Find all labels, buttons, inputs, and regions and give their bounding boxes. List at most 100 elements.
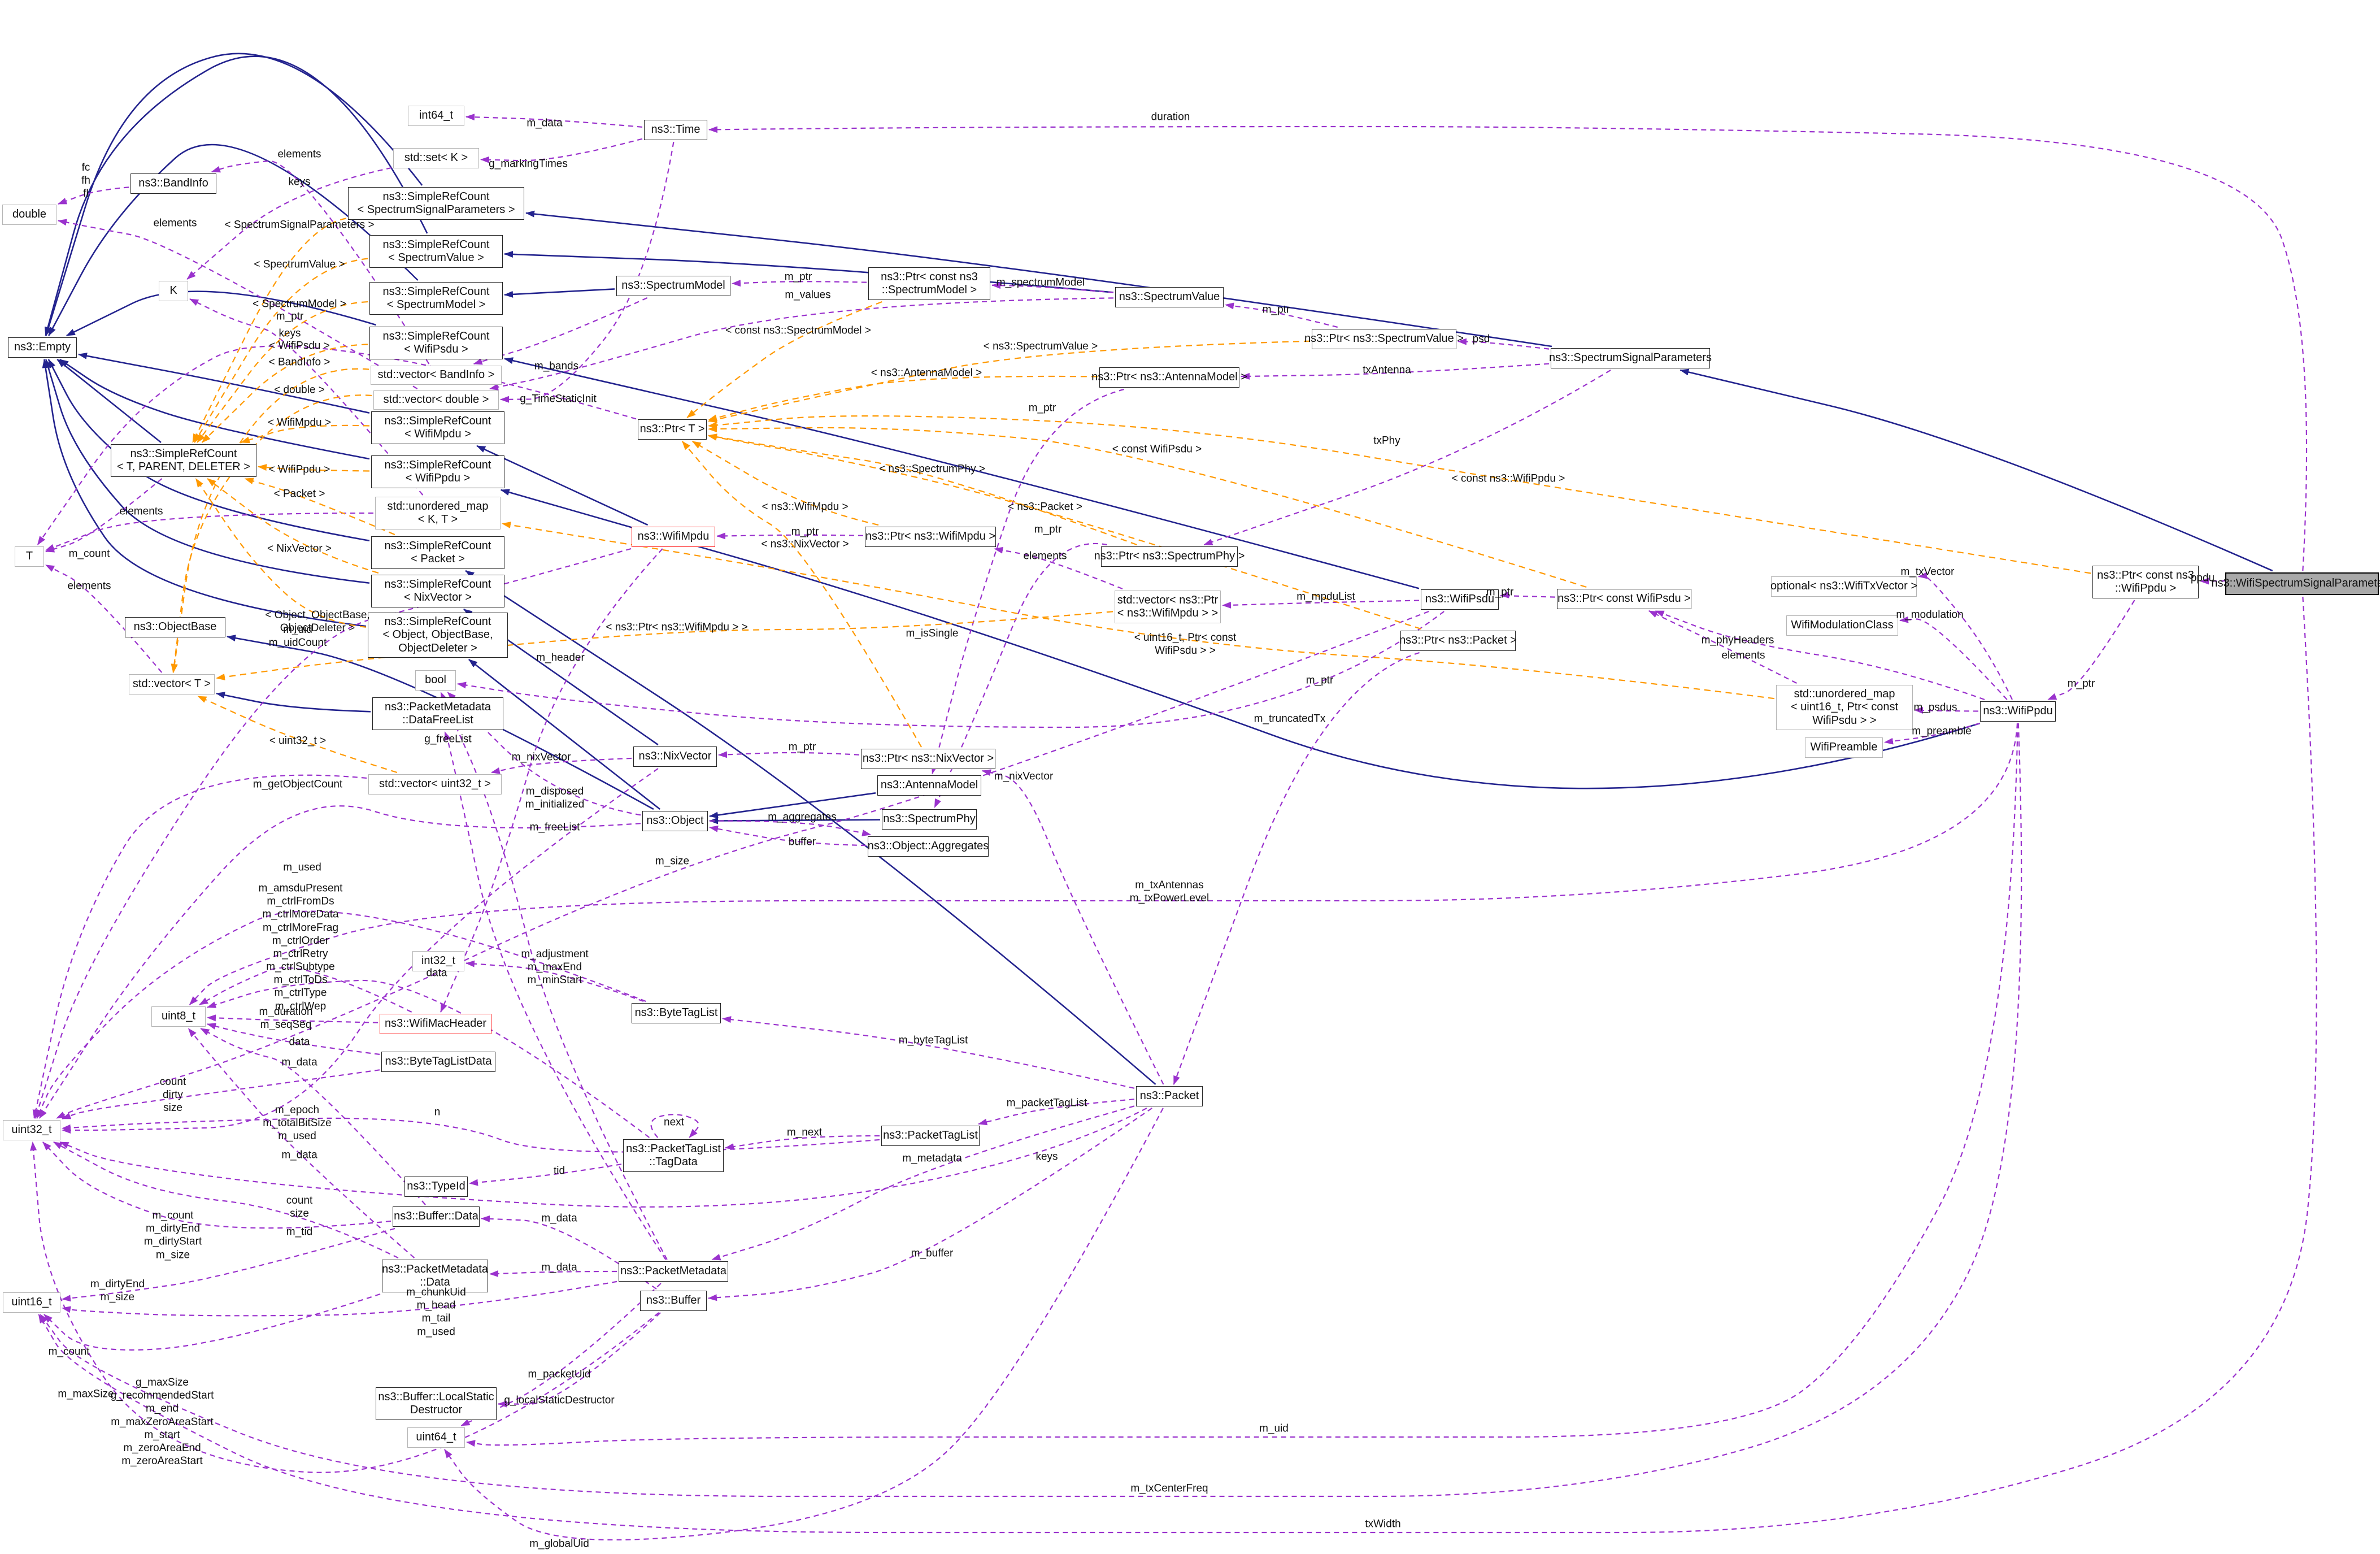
node-datafreelist[interactable]: ns3::PacketMetadata ::DataFreeList <box>372 697 503 730</box>
node-object[interactable]: ns3::Object <box>642 811 708 831</box>
node-empty[interactable]: ns3::Empty <box>8 337 77 358</box>
edge-pm_data-uint8 <box>188 1028 415 1258</box>
node-bytetaglist[interactable]: ns3::ByteTagList <box>632 1003 721 1023</box>
node-set_k[interactable]: std::set< K > <box>393 148 479 168</box>
edge-ptr_wifimpdu-wifimpdu <box>716 532 864 540</box>
edge-src_nixvector-empty <box>45 359 370 584</box>
node-buffer_data[interactable]: ns3::Buffer::Data <box>393 1206 480 1227</box>
node-wifimacheader[interactable]: ns3::WifiMacHeader <box>380 1014 491 1034</box>
node-ssp[interactable]: ns3::SpectrumSignalParameters <box>1549 348 1712 368</box>
node-src_sv[interactable]: ns3::SimpleRefCount < SpectrumValue > <box>369 235 503 268</box>
node-uint32[interactable]: uint32_t <box>3 1120 60 1140</box>
node-packettaglist[interactable]: ns3::PacketTagList <box>881 1126 980 1146</box>
node-vec_bandinfo[interactable]: std::vector< BandInfo > <box>371 366 502 385</box>
node-wifipreamble[interactable]: WifiPreamble <box>1805 737 1883 758</box>
edge-spectrumvalue-ptr_const_sm <box>991 282 1114 293</box>
node-int32[interactable]: int32_t <box>412 951 464 971</box>
node-spectrumvalue[interactable]: ns3::SpectrumValue <box>1115 287 1224 307</box>
edge-buffer-uint32 <box>30 1141 659 1473</box>
node-ptr_const_wifipsdu[interactable]: ns3::Ptr< const WifiPsdu > <box>1557 589 1691 609</box>
node-wifipsdu[interactable]: ns3::WifiPsdu <box>1421 589 1499 610</box>
edge-packetmetadata-pm_data <box>489 1270 617 1277</box>
edge-ptr_const_wifippdu-wifippdu <box>2047 600 2135 701</box>
edge-wifipsdu-bool <box>457 611 1444 728</box>
node-t[interactable]: T <box>15 546 44 567</box>
edge-ssp-ptr_am <box>1241 363 1550 380</box>
node-src_ssp[interactable]: ns3::SimpleRefCount < SpectrumSignalPara… <box>348 187 524 220</box>
node-vec_double[interactable]: std::vector< double > <box>373 390 499 410</box>
node-pm_data[interactable]: ns3::PacketMetadata ::Data <box>382 1260 488 1292</box>
node-uint64[interactable]: uint64_t <box>407 1427 465 1448</box>
edge-packetmetadata-datafreelist <box>444 731 667 1260</box>
node-vec_ptr_wifimpdu[interactable]: std::vector< ns3::Ptr < ns3::WifiMpdu > … <box>1115 591 1221 623</box>
node-k[interactable]: K <box>159 281 188 301</box>
node-buffer[interactable]: ns3::Buffer <box>640 1291 707 1311</box>
node-ptr_t[interactable]: ns3::Ptr< T > <box>638 419 707 440</box>
node-wifippdu[interactable]: ns3::WifiPpdu <box>1980 701 2056 722</box>
node-umap_psdu[interactable]: std::unordered_map < uint16_t, Ptr< cons… <box>1776 685 1913 730</box>
edge-tagdata-tagdata <box>650 1114 699 1138</box>
node-vector_t[interactable]: std::vector< T > <box>129 674 215 694</box>
node-packetmetadata[interactable]: ns3::PacketMetadata <box>619 1261 728 1282</box>
node-ptr_sp[interactable]: ns3::Ptr< ns3::SpectrumPhy > <box>1094 546 1245 567</box>
edge-object-objectbase <box>227 635 654 810</box>
edge-src_object-empty <box>42 359 367 627</box>
node-ptr_wifimpdu[interactable]: ns3::Ptr< ns3::WifiMpdu > <box>865 527 996 547</box>
node-src_wifippdu[interactable]: ns3::SimpleRefCount < WifiPpdu > <box>371 455 504 488</box>
node-wssp[interactable]: ns3::WifiSpectrumSignalParameters <box>2211 572 2380 595</box>
node-bandinfo[interactable]: ns3::BandInfo <box>130 173 216 194</box>
edge-spectrumvalue-vec_double <box>489 297 1114 390</box>
node-ptr_const_sm[interactable]: ns3::Ptr< const ns3 ::SpectrumModel > <box>868 267 990 300</box>
node-src_wifipsdu[interactable]: ns3::SimpleRefCount < WifiPsdu > <box>369 327 503 359</box>
node-wifimodclass[interactable]: WifiModulationClass <box>1786 615 1898 636</box>
node-localstatic[interactable]: ns3::Buffer::LocalStatic Destructor <box>376 1387 497 1420</box>
node-typeid[interactable]: ns3::TypeId <box>404 1177 468 1197</box>
node-src_wifimpdu[interactable]: ns3::SimpleRefCount < WifiMpdu > <box>371 411 504 444</box>
node-ptr_nixvector[interactable]: ns3::Ptr< ns3::NixVector > <box>861 749 995 769</box>
node-objectbase[interactable]: ns3::ObjectBase <box>125 617 225 637</box>
node-bytetaglistdata[interactable]: ns3::ByteTagListData <box>381 1052 495 1072</box>
node-time[interactable]: ns3::Time <box>644 120 707 140</box>
node-src_nixvector[interactable]: ns3::SimpleRefCount < NixVector > <box>371 575 504 607</box>
node-aggregates[interactable]: ns3::Object::Aggregates <box>868 836 989 857</box>
node-double[interactable]: double <box>2 205 56 225</box>
node-src_packet[interactable]: ns3::SimpleRefCount < Packet > <box>371 536 504 569</box>
edge-wifippdu-umap_psdu <box>1914 707 1979 714</box>
node-umap_kt[interactable]: std::unordered_map < K, T > <box>375 497 501 529</box>
edge-ptr_t-t <box>37 345 637 545</box>
edge-ptr_const_wifipsdu-ptr_t <box>708 426 1587 588</box>
edge-packet-buffer <box>708 1108 1152 1301</box>
edge-wifippdu-uint16 <box>40 723 2022 1497</box>
node-spectrummodel[interactable]: ns3::SpectrumModel <box>616 276 730 296</box>
node-tagdata[interactable]: ns3::PacketTagList ::TagData <box>623 1139 724 1172</box>
edge-wifipsdu-src_wifipsdu <box>504 357 1420 589</box>
node-uint8[interactable]: uint8_t <box>151 1006 206 1027</box>
node-spectrumphy[interactable]: ns3::SpectrumPhy <box>882 809 977 830</box>
node-vec_uint32[interactable]: std::vector< uint32_t > <box>368 774 502 795</box>
edge-datafreelist-vector_t <box>216 692 371 713</box>
node-nixvector[interactable]: ns3::NixVector <box>633 746 717 767</box>
node-uint16[interactable]: uint16_t <box>3 1292 60 1313</box>
edge-src_sv-src_t <box>194 258 368 443</box>
edge-bandinfo-double <box>58 186 129 205</box>
node-ptr_const_wifippdu[interactable]: ns3::Ptr< const ns3 ::WifiPpdu > <box>2092 566 2199 598</box>
node-ptr_packet[interactable]: ns3::Ptr< ns3::Packet > <box>1399 631 1517 651</box>
edge-src_sv-empty <box>44 55 428 336</box>
edge-wifippdu-uint8 <box>189 723 2018 1005</box>
node-bool[interactable]: bool <box>415 670 456 691</box>
edge-wssp-ssp <box>1680 368 2273 572</box>
node-src_object[interactable]: ns3::SimpleRefCount < Object, ObjectBase… <box>368 613 508 658</box>
node-src_t[interactable]: ns3::SimpleRefCount < T, PARENT, DELETER… <box>111 444 256 477</box>
node-src_sm[interactable]: ns3::SimpleRefCount < SpectrumModel > <box>369 282 503 315</box>
edge-src_ssp-src_t <box>192 218 347 443</box>
node-packet[interactable]: ns3::Packet <box>1136 1086 1203 1106</box>
node-ptr_sv[interactable]: ns3::Ptr< ns3::SpectrumValue > <box>1304 329 1464 349</box>
node-int64[interactable]: int64_t <box>408 106 464 126</box>
node-ptr_am[interactable]: ns3::Ptr< ns3::AntennaModel > <box>1091 367 1247 388</box>
edge-wifimacheader-uint8 <box>199 967 412 1013</box>
node-wifimpdu[interactable]: ns3::WifiMpdu <box>632 527 715 547</box>
node-opt_txvector[interactable]: optional< ns3::WifiTxVector > <box>1770 576 1917 597</box>
node-antennamodel[interactable]: ns3::AntennaModel <box>877 775 981 796</box>
edge-wifippdu-ptr_const_wifipsdu <box>1655 610 1985 701</box>
